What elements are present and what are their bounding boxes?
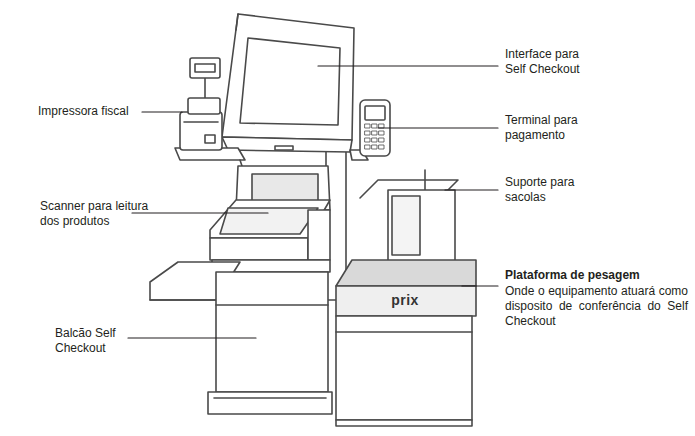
part-label: Impressora fiscal <box>38 104 148 119</box>
part-label: Interface para Self Checkout <box>505 47 597 77</box>
scanner <box>210 166 330 272</box>
brand-logo: prix <box>391 293 419 308</box>
keypad-key <box>379 131 384 135</box>
keypad-key <box>372 131 377 135</box>
part-heading: Plataforma de pesagem <box>505 268 690 283</box>
keypad-key <box>365 145 370 149</box>
top-sign <box>190 58 220 100</box>
payment-terminal <box>350 100 390 160</box>
leader-lines <box>128 66 498 338</box>
keypad-key <box>379 138 384 142</box>
bag-holder <box>360 170 458 262</box>
keypad-key <box>365 131 370 135</box>
part-description: Onde o equipamento atuará como disposito… <box>505 284 688 329</box>
part-label: Suporte para sacolas <box>505 175 587 205</box>
bag-cabinet <box>336 316 472 426</box>
keypad-key <box>372 138 377 142</box>
part-label: Scanner para leitura dos produtos <box>40 199 162 229</box>
keypad-key <box>379 145 384 149</box>
keypad-key <box>372 145 377 149</box>
weighing-platform <box>336 260 476 316</box>
part-label: Balcão Self Checkout <box>55 326 135 356</box>
counter-cabinet <box>208 272 332 414</box>
monitor <box>222 14 354 152</box>
keypad-key <box>372 124 377 128</box>
part-label: Terminal para pagamento <box>505 113 590 143</box>
keypad-key <box>365 124 370 128</box>
keypad-key <box>365 138 370 142</box>
